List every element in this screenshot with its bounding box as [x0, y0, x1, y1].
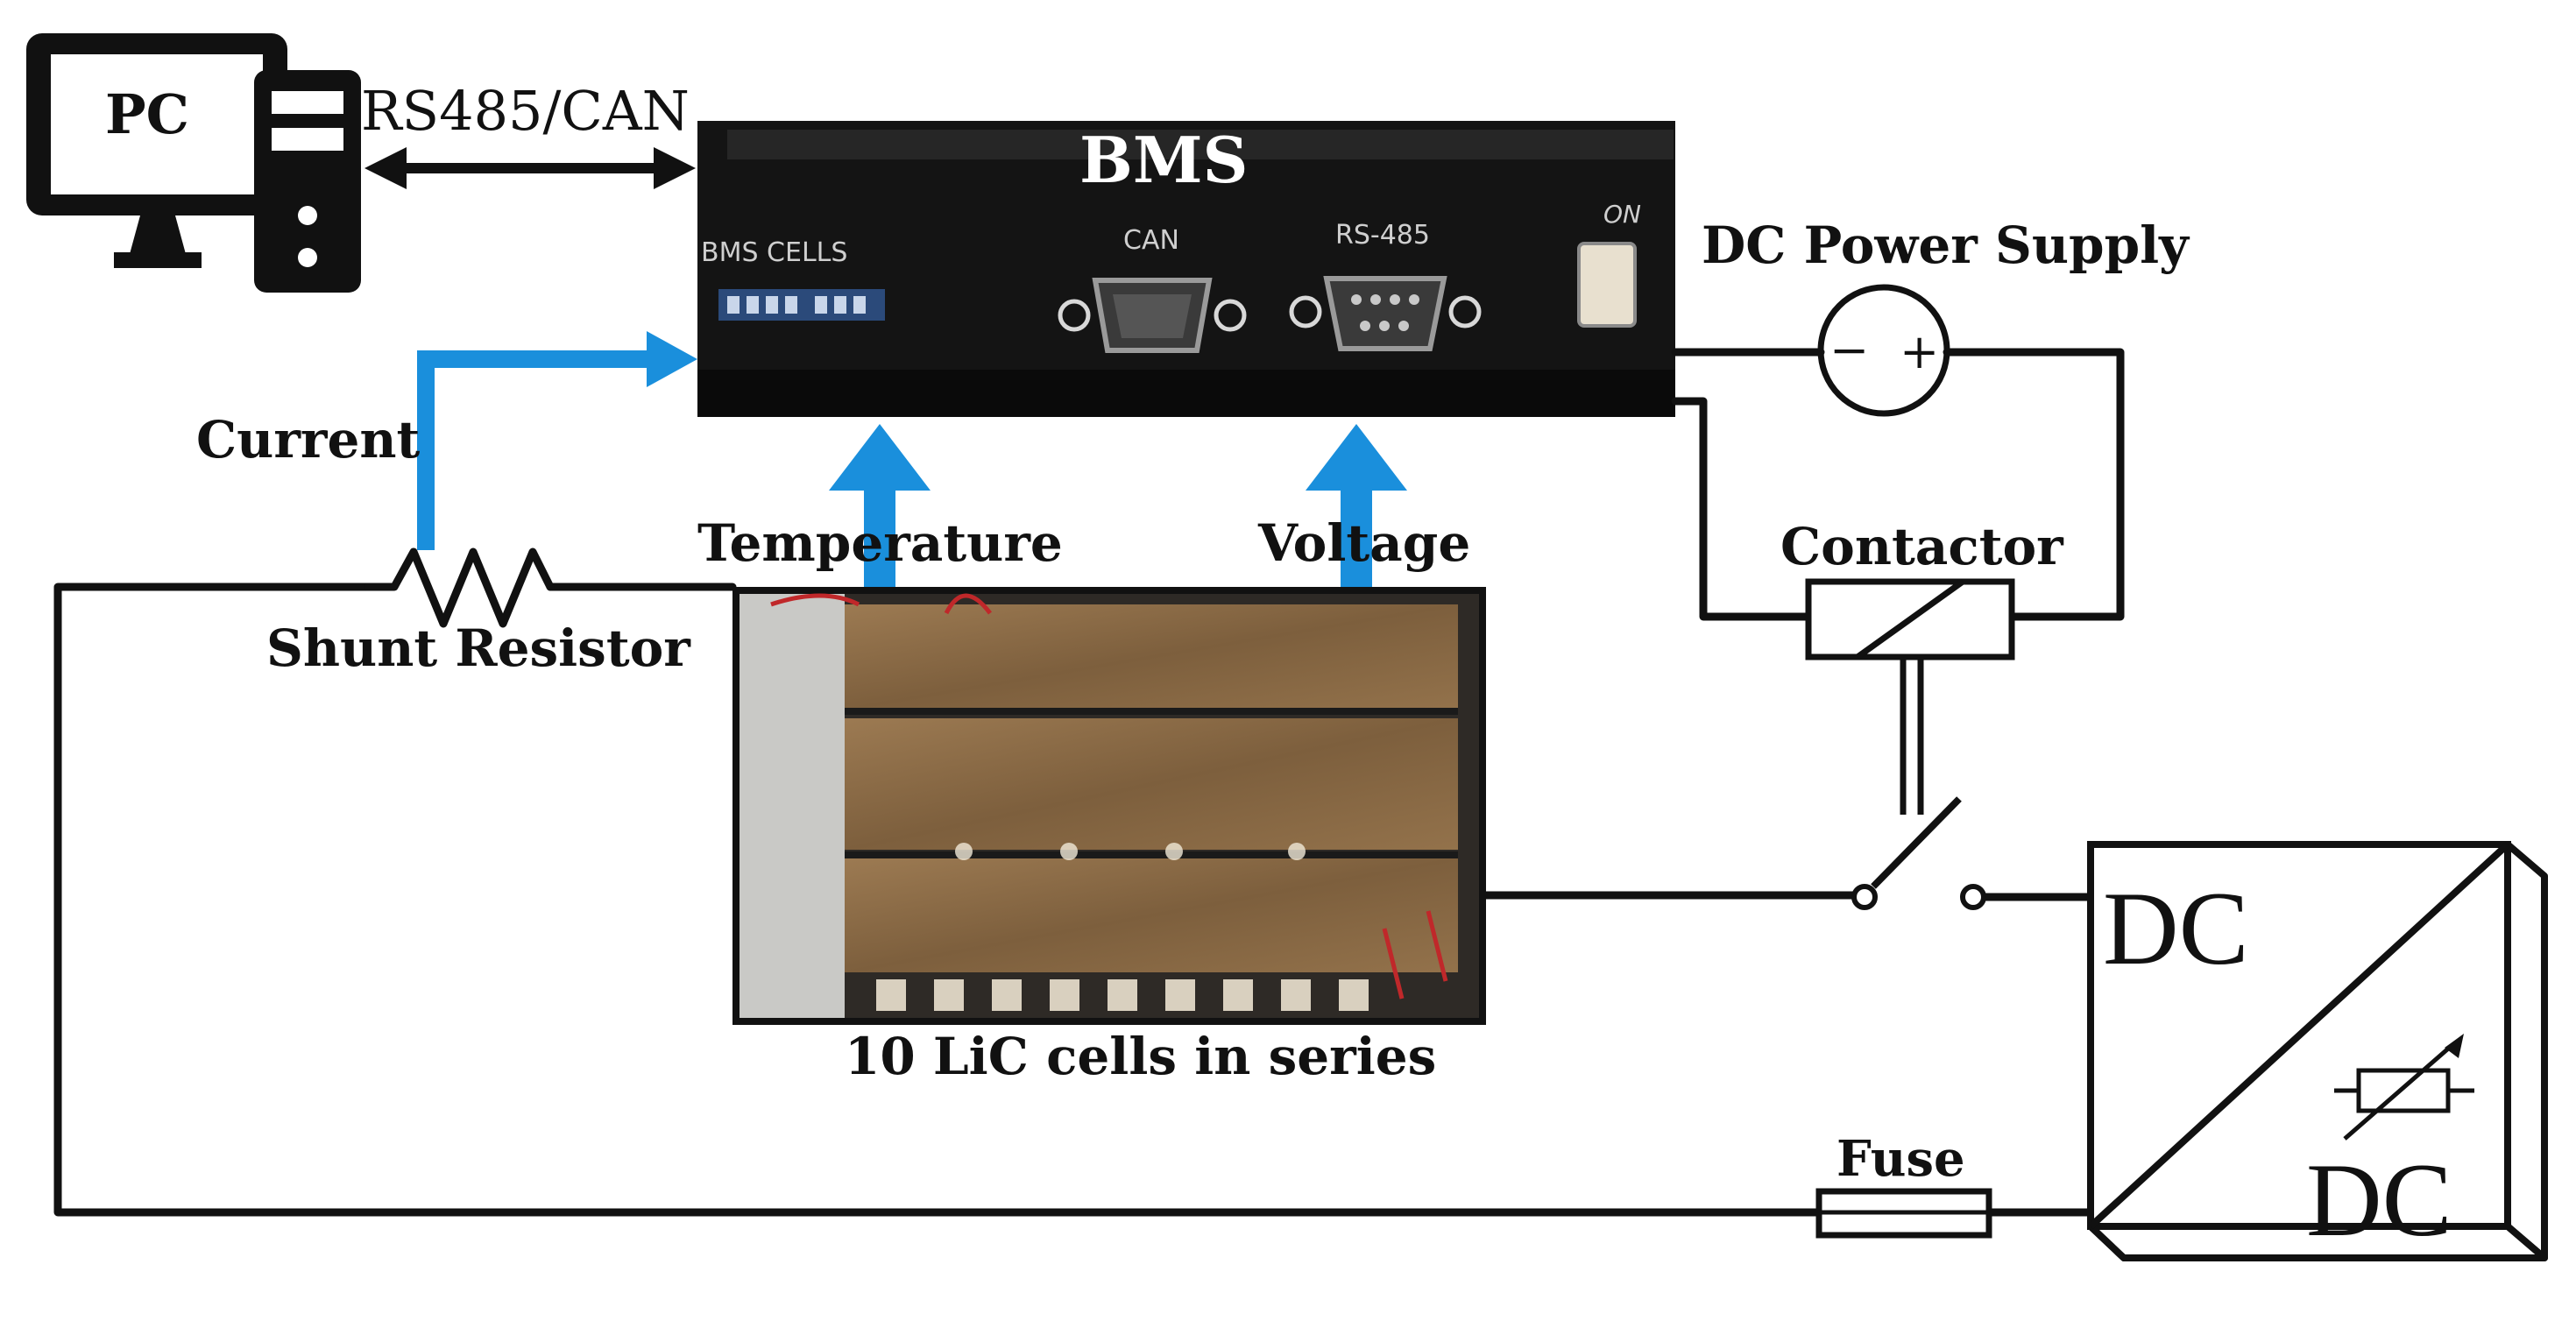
bms-unit	[697, 121, 1675, 417]
shunt-resistor-symbol	[364, 547, 555, 628]
on-panel-label: ON	[1603, 200, 1641, 229]
voltage-label: Voltage	[1257, 513, 1470, 573]
pc-icon	[26, 33, 361, 293]
power-switch	[1577, 242, 1637, 328]
lic-cell-pack	[732, 587, 1486, 1025]
voltage-arrow	[1306, 424, 1407, 587]
rs485-can-label: RS485/CAN	[361, 79, 690, 143]
variable-resistor-icon	[2334, 1034, 2474, 1141]
contactor-symbol	[1805, 578, 2015, 815]
contactor-switch	[1851, 796, 1986, 910]
bms-cells-panel-label: BMS CELLS	[701, 237, 847, 268]
converter-bottom-label: DC	[2306, 1141, 2452, 1258]
rs485-panel-label: RS-485	[1335, 220, 1430, 251]
rs485-connector	[1289, 276, 1482, 351]
pc-label: PC	[105, 82, 189, 146]
fuse-label: Fuse	[1836, 1130, 1965, 1188]
converter-top-label: DC	[2103, 870, 2249, 986]
can-panel-label: CAN	[1123, 225, 1179, 256]
can-connector	[1058, 278, 1247, 353]
shunt-resistor-label: Shunt Resistor	[266, 618, 691, 678]
bms-title: BMS	[1079, 123, 1249, 197]
dc-dc-converter-body	[2087, 841, 2548, 1261]
temperature-arrow	[829, 424, 931, 587]
power-supply-minus: −	[1829, 322, 1869, 378]
current-label: Current	[196, 410, 421, 470]
current-arrow	[417, 331, 697, 550]
fuse-symbol	[1815, 1188, 1992, 1239]
circuit-wires	[53, 348, 2125, 1217]
power-supply-plus: +	[1900, 324, 1939, 379]
dc-power-supply-label: DC Power Supply	[1702, 215, 2190, 275]
cells-caption: 10 LiC cells in series	[845, 1027, 1436, 1086]
contactor-label: Contactor	[1780, 517, 2064, 576]
temperature-label: Temperature	[697, 513, 1063, 573]
